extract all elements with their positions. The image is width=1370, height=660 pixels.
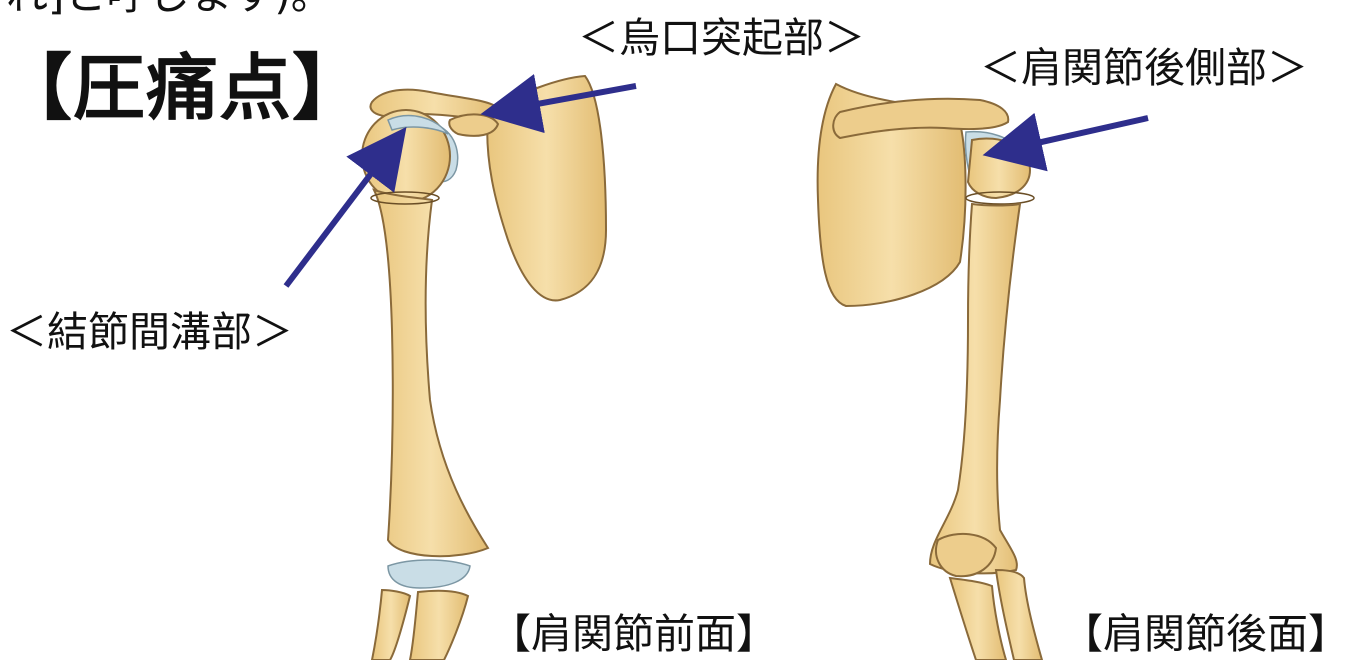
front-elbow-cartilage [388, 560, 470, 588]
front-coracoid [449, 114, 498, 135]
arrow-bicipital-groove [286, 146, 392, 286]
back-ulna [950, 578, 1006, 660]
label-bicipital-groove: ＜結節間溝部＞ [6, 312, 293, 353]
page-title: 【圧痛点】 [0, 52, 365, 124]
caption-shoulder-front: 【肩関節前面】 [490, 614, 777, 655]
front-humerus-shaft [374, 190, 488, 556]
front-radius [372, 590, 410, 660]
front-view [362, 76, 606, 660]
label-shoulder-posterior: ＜肩関節後側部＞ [980, 48, 1308, 89]
label-coracoid-process: ＜烏口突起部＞ [578, 18, 865, 59]
partial-top-text: れ]と呼じます)。 [6, 0, 333, 16]
front-ulna [410, 591, 468, 660]
back-view [818, 84, 1042, 660]
arrow-shoulder-posterior [1006, 118, 1148, 150]
caption-shoulder-back: 【肩関節後面】 [1062, 614, 1349, 655]
